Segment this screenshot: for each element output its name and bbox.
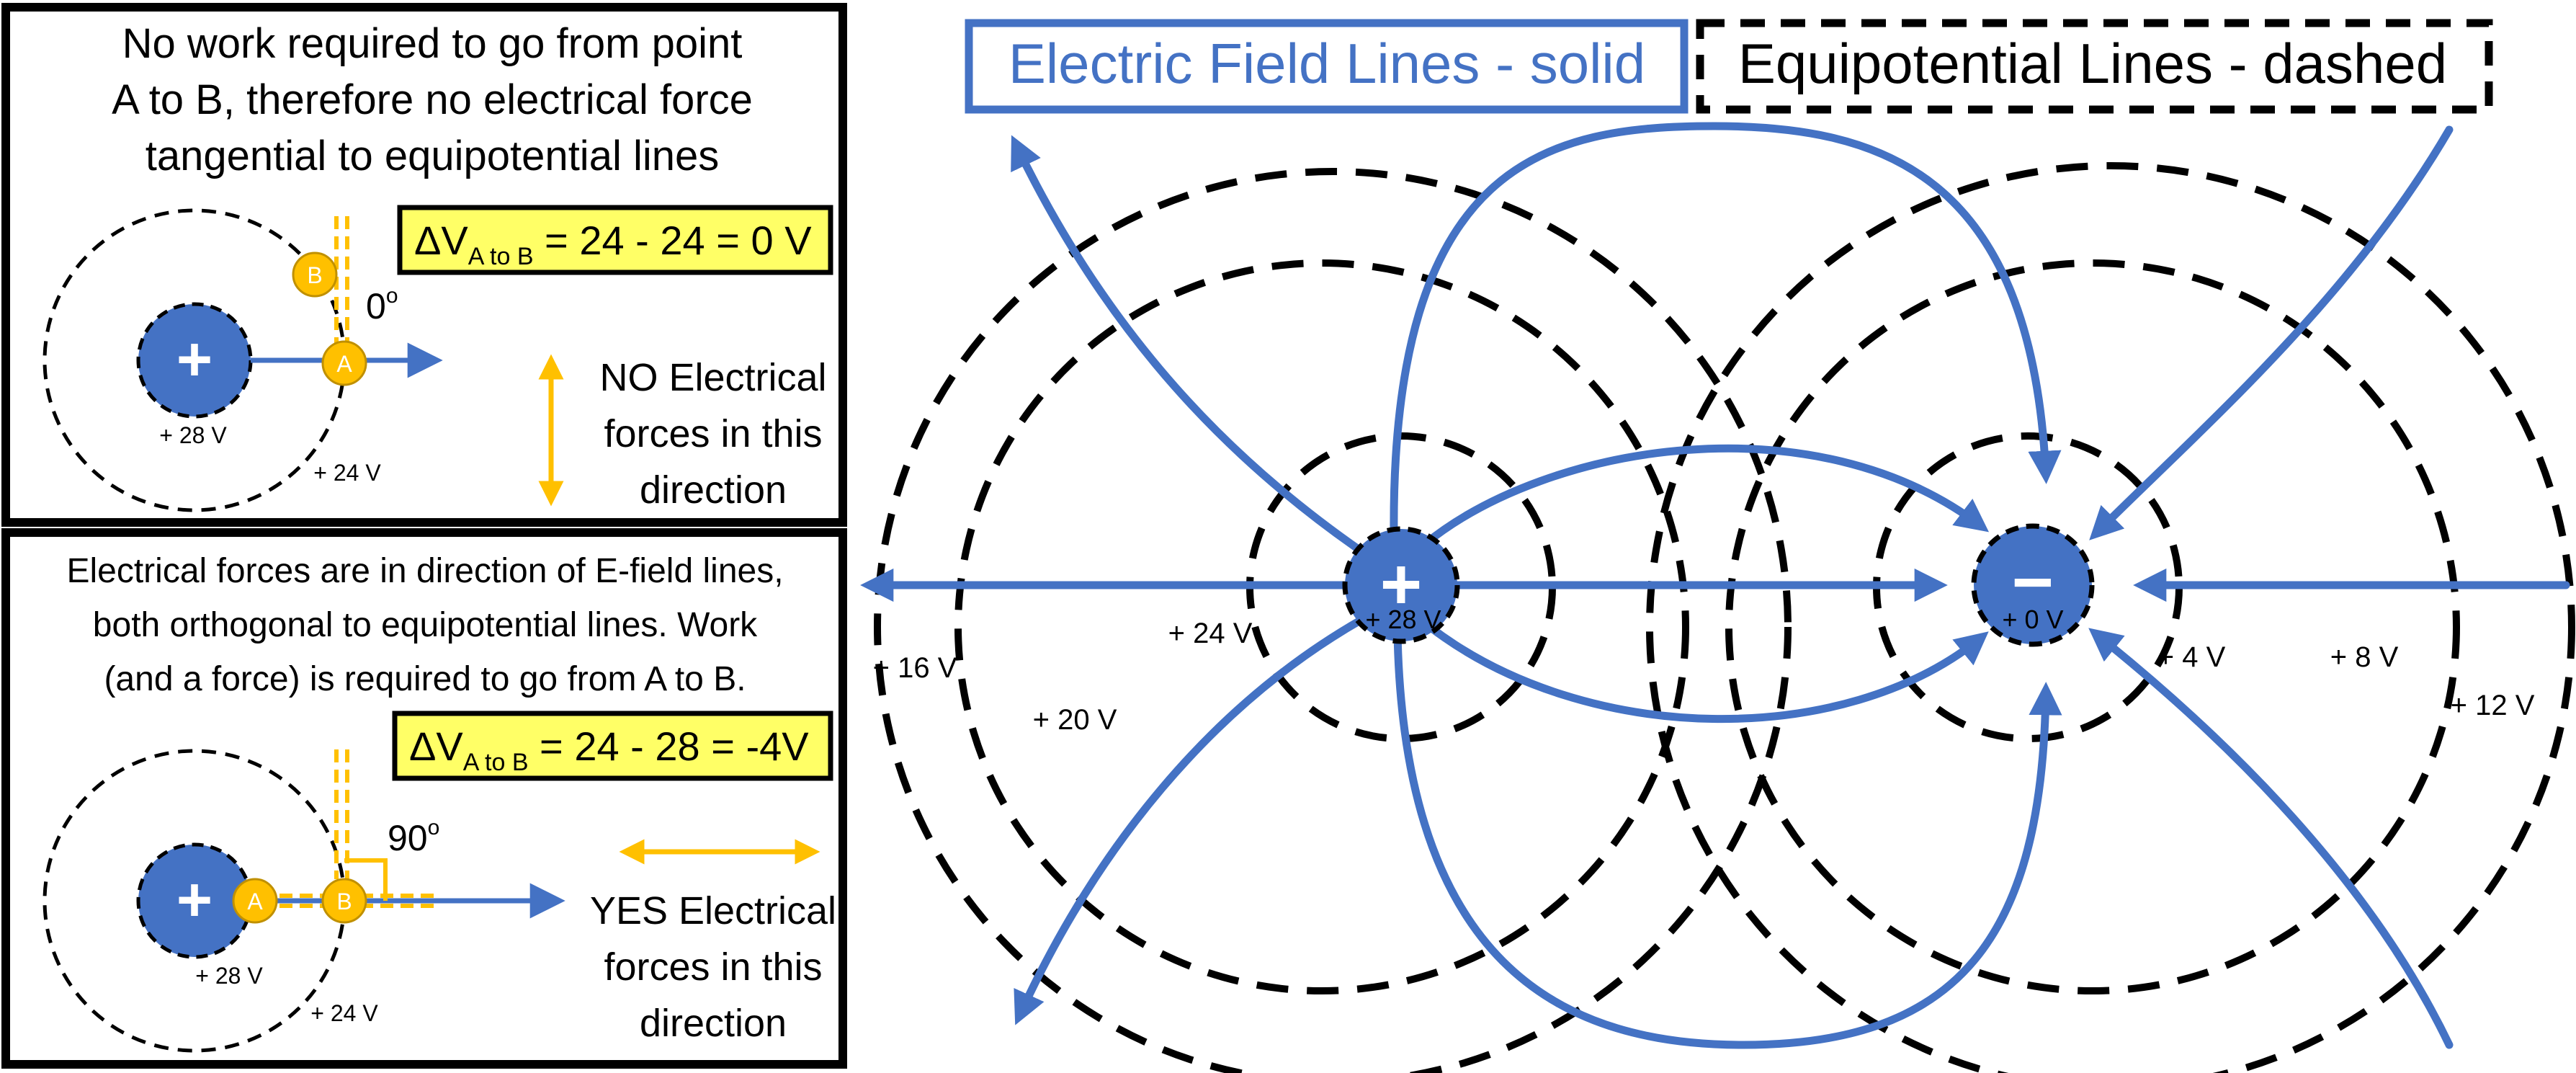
top-inner-potential: + 28 V — [159, 422, 227, 448]
equipotential-16v — [874, 168, 1792, 1073]
main-diagram: + − + 28 V + 0 V + 24 V + 20 V + 16 V + … — [860, 19, 2575, 1073]
svg-text:ΔVA to B = 24 - 24 = 0 V: ΔVA to B = 24 - 24 = 0 V — [414, 218, 812, 270]
bottom-charge-sign: + — [176, 865, 213, 935]
legend-field-lines-text: Electric Field Lines - solid — [1009, 32, 1645, 95]
equipotential-8v — [1725, 259, 2460, 994]
equipotential-12v — [1646, 162, 2575, 1073]
top-panel-heading-line3: tangential to equipotential lines — [146, 133, 719, 179]
bottom-point-a — [232, 878, 278, 924]
top-outer-potential: + 24 V — [313, 460, 381, 486]
top-angle-value: 0 — [366, 286, 386, 326]
top-note-line3: direction — [640, 468, 787, 512]
positive-charge — [1342, 526, 1460, 644]
label-8v: + 8 V — [2330, 641, 2399, 673]
field-line-upper-inner — [1421, 444, 1990, 548]
top-point-a — [321, 340, 367, 386]
negative-charge — [1971, 523, 2095, 647]
label-4v: + 4 V — [2157, 641, 2226, 673]
field-line-upper-left — [1011, 135, 1366, 556]
legend-field-lines: Electric Field Lines - solid — [965, 19, 1689, 114]
label-24v: + 24 V — [1168, 618, 1253, 649]
top-delta-v-subscript: A to B — [468, 243, 534, 270]
negative-charge-sign: − — [2012, 542, 2054, 623]
positive-charge-sign: + — [1380, 544, 1422, 625]
field-line-lower-left — [1014, 615, 1366, 1025]
bottom-panel-heading-line2: both orthogonal to equipotential lines. … — [93, 606, 758, 644]
bottom-panel-border — [1, 528, 847, 1069]
bottom-angle-value: 90 — [388, 818, 428, 858]
field-line-upper-right — [2089, 125, 2454, 540]
bottom-delta-v-subscript: A to B — [463, 749, 529, 776]
bottom-note-line2: forces in this — [604, 945, 822, 989]
top-delta-v-prefix: ΔV — [414, 218, 468, 263]
equipotential-20v — [954, 259, 1689, 994]
legend-equipotential-lines-text: Equipotential Lines - dashed — [1738, 32, 2447, 95]
top-point-b-label: B — [307, 262, 322, 288]
bottom-note-line1: YES Electrical — [590, 889, 836, 932]
bottom-point-b — [321, 878, 367, 924]
top-angle-degree: o — [386, 284, 398, 308]
bottom-panel-heading-line3: (and a force) is required to go from A t… — [104, 660, 746, 698]
top-charge-sign: + — [176, 325, 213, 394]
bottom-panel: Electrical forces are in direction of E-… — [1, 528, 847, 1069]
bottom-angle-degree: o — [428, 816, 440, 840]
label-20v: + 20 V — [1033, 704, 1117, 736]
svg-text:90o: 90o — [388, 816, 439, 858]
field-line-lower-right — [2088, 628, 2454, 1049]
top-delta-v-box: ΔVA to B = 24 - 24 = 0 V — [397, 205, 833, 275]
bottom-right-angle-marker — [344, 858, 388, 901]
svg-text:0o: 0o — [366, 284, 398, 326]
top-panel-heading-line1: No work required to go from point — [122, 20, 743, 67]
field-line-upper-loop — [1390, 122, 2062, 541]
top-note-line2: forces in this — [604, 412, 822, 455]
positive-potential-label: + 28 V — [1365, 605, 1441, 634]
bottom-delta-v-prefix: ΔV — [409, 724, 463, 769]
negative-potential-label: + 0 V — [2002, 605, 2063, 634]
bottom-delta-v-box: ΔVA to B = 24 - 28 = -4V — [392, 711, 833, 781]
svg-text:ΔVA to B = 24 - 28 = -4V: ΔVA to B = 24 - 28 = -4V — [409, 724, 809, 776]
label-12v: + 12 V — [2451, 690, 2535, 721]
bottom-point-b-label: B — [336, 889, 352, 914]
top-point-a-label: A — [336, 351, 352, 377]
top-note-line1: NO Electrical — [599, 356, 826, 399]
field-line-lower-inner — [1426, 623, 1989, 723]
top-point-b — [292, 251, 338, 298]
top-panel: No work required to go from point A to B… — [1, 3, 847, 527]
bottom-panel-heading-line1: Electrical forces are in direction of E-… — [66, 552, 783, 590]
bottom-delta-v-value: = 24 - 28 = -4V — [529, 724, 810, 769]
field-line-lower-loop — [1393, 630, 2062, 1049]
top-delta-v-value: = 24 - 24 = 0 V — [534, 218, 813, 263]
legend-equipotential-lines: Equipotential Lines - dashed — [1696, 19, 2493, 114]
bottom-outer-potential: + 24 V — [310, 1000, 378, 1026]
bottom-point-a-label: A — [247, 889, 263, 914]
bottom-inner-potential: + 28 V — [195, 963, 263, 989]
label-16v: + 16 V — [873, 652, 957, 684]
bottom-note-line3: direction — [640, 1002, 787, 1045]
top-panel-heading-line2: A to B, therefore no electrical force — [112, 76, 753, 123]
